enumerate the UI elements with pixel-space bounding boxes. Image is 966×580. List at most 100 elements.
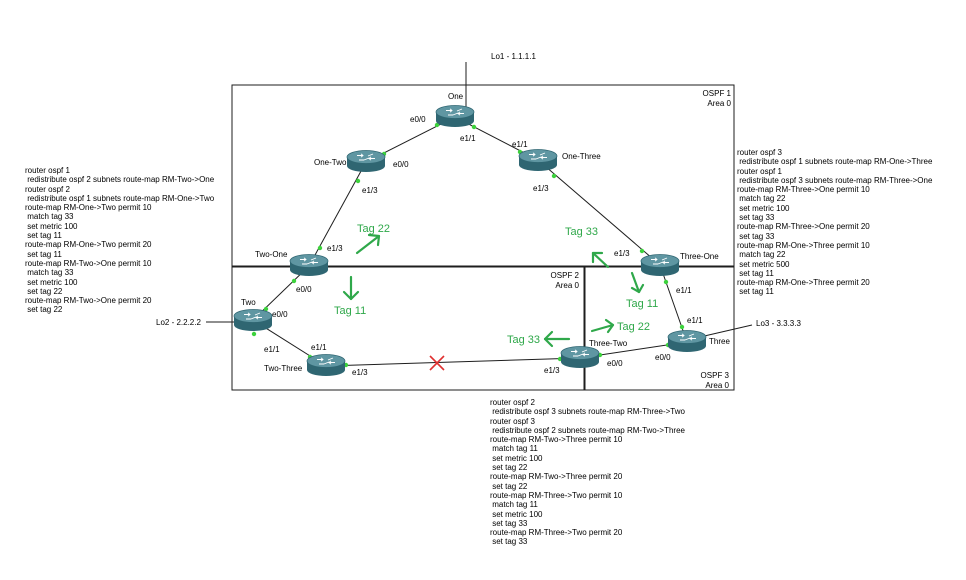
config-line: route-map RM-Two->Three permit 10 [490,435,623,445]
arrow-up-right-icon [355,233,381,255]
config-line: router ospf 1 [737,166,782,176]
config-line: match tag 33 [25,268,74,278]
arrow-right-icon [590,318,615,334]
config-line: redistribute ospf 3 subnets route-map RM… [490,407,685,417]
config-line: redistribute ospf 1 subnets route-map RM… [25,193,215,203]
router-one-two[interactable] [346,150,386,173]
arrow-down-right-icon [630,271,645,294]
router-label-two-one: Two-One [255,250,288,259]
tag-label: Tag 11 [626,298,658,310]
router-label-three-two: Three-Two [589,339,628,348]
config-line: match tag 33 [25,212,74,222]
config-line: redistribute ospf 3 subnets route-map RM… [737,175,933,185]
config-line: set metric 100 [737,203,790,213]
if-label: e1/1 [311,343,327,352]
link-twothree-threetwo [325,357,581,367]
if-label: e1/3 [327,244,343,253]
config-line: set tag 33 [737,231,775,241]
area-name-ospf1: OSPF 1 [703,89,732,98]
area-label-ospf2: Area 0 [555,281,579,290]
if-label: e1/3 [533,184,549,193]
link-onethree-threeone [537,159,661,266]
config-line: set tag 11 [737,268,774,278]
config-block-right: router ospf 3 redistribute ospf 1 subnet… [737,148,932,297]
config-line: route-map RM-One->Three permit 20 [737,278,870,288]
config-line: redistribute ospf 2 subnets route-map RM… [25,175,215,185]
config-line: set metric 100 [25,277,78,287]
config-line: set tag 33 [490,537,528,547]
router-label-two: Two [241,298,256,307]
links [206,62,753,367]
config-line: set tag 11 [25,249,62,259]
area-label-ospf3: Area 0 [705,381,729,390]
if-label: e0/0 [655,353,671,362]
config-line: set metric 500 [737,259,790,269]
router-two[interactable] [233,309,273,332]
if-label: e1/3 [614,249,630,258]
config-line: set tag 11 [25,231,62,241]
config-line: match tag 11 [490,500,538,510]
if-label: e1/3 [544,366,560,375]
config-line: route-map RM-Three->Two permit 20 [490,528,623,538]
config-line: set tag 11 [737,287,774,297]
area-box-ospf1 [231,84,735,267]
if-label: e1/1 [676,286,692,295]
config-line: match tag 22 [737,250,786,260]
if-label: e1/3 [362,186,378,195]
config-block-left: router ospf 1 redistribute ospf 2 subnet… [25,166,214,315]
router-one-three[interactable] [518,149,558,172]
if-label: e0/0 [607,359,623,368]
if-label: e0/0 [272,310,288,319]
if-label: e1/1 [264,345,280,354]
config-line: route-map RM-Three->One permit 10 [737,185,870,195]
config-line: set metric 100 [25,221,78,231]
tag-arrows [342,233,645,348]
area-name-ospf3: OSPF 3 [701,371,730,380]
config-line: router ospf 3 [490,416,535,426]
config-line: set metric 100 [490,453,543,463]
config-line: route-map RM-One->Two permit 20 [25,240,152,250]
if-label: e1/1 [512,140,528,149]
router-label-one-three: One-Three [562,152,601,161]
tag-label: Tag 33 [507,334,540,346]
router-label-two-three: Two-Three [264,364,303,373]
interface-dots [251,122,685,368]
config-line: route-map RM-One->Two permit 10 [25,203,152,213]
router-one[interactable] [435,105,475,128]
area-name-ospf2: OSPF 2 [551,271,580,280]
if-label: e1/3 [352,368,368,377]
if-label: e0/0 [393,160,409,169]
router-label-one-two: One-Two [314,158,347,167]
link-lo3 [699,324,753,338]
router-three-two[interactable] [560,346,600,369]
config-line: set tag 22 [25,286,63,296]
config-line: route-map RM-Two->One permit 20 [25,296,152,306]
config-line: set tag 33 [490,518,528,528]
config-line: route-map RM-Three->Two permit 10 [490,490,623,500]
arrow-down-icon [342,275,360,301]
config-line: redistribute ospf 1 subnets route-map RM… [737,157,933,167]
tag-label: Tag 22 [617,321,650,333]
if-label: e0/0 [410,115,426,124]
router-label-three: Three [709,337,730,346]
router-label-three-one: Three-One [680,252,719,261]
router-three[interactable] [667,330,707,353]
config-line: set tag 22 [490,463,528,473]
link-three-threeone [659,264,688,343]
router-two-three[interactable] [306,354,346,377]
if-label: e1/1 [687,316,703,325]
router-label-one: One [448,92,464,101]
router-two-one[interactable] [289,254,329,277]
tag-label: Tag 22 [357,223,390,235]
router-three-one[interactable] [640,254,680,277]
config-line: router ospf 2 [490,398,535,407]
config-line: match tag 11 [490,444,538,454]
arrow-up-left-icon [591,251,610,269]
if-label: e0/0 [296,285,312,294]
tag-label: Tag 33 [565,226,598,238]
tag-label: Tag 11 [334,305,366,317]
config-line: set metric 100 [490,509,543,519]
area-box-ospf2 [231,266,585,391]
arrow-left-icon [543,330,571,348]
